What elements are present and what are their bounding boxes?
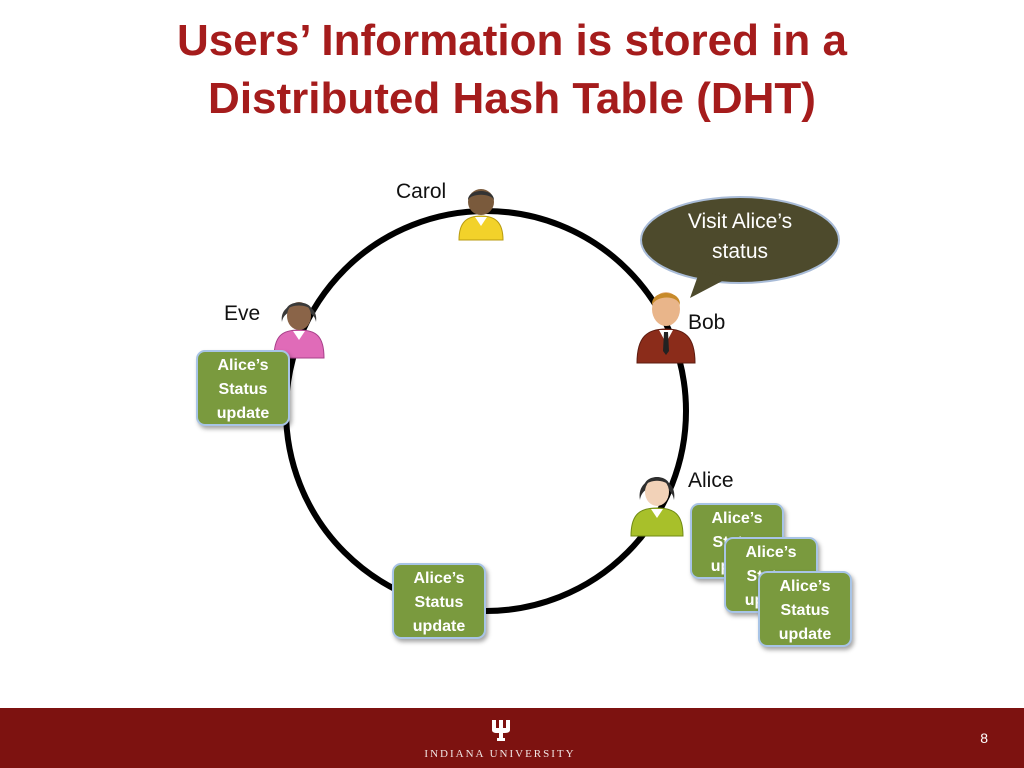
alice-label: Alice xyxy=(688,469,734,492)
bob-person-icon xyxy=(636,292,696,364)
status-box-line-1: Alice’s xyxy=(779,578,831,595)
status-box-bottom: Alice’s Status update xyxy=(392,563,486,639)
status-box-line-2: Status xyxy=(218,381,268,398)
trident-logo-icon xyxy=(492,720,510,741)
speech-bubble-line-1: Visit Alice’s xyxy=(687,210,793,233)
title-line-2: Distributed Hash Table (DHT) xyxy=(208,74,816,123)
footer-bar: INDIANA UNIVERSITY 8 xyxy=(0,708,1024,768)
status-box-alice-3: Alice’s Status update xyxy=(758,571,852,647)
university-name: INDIANA UNIVERSITY xyxy=(424,748,576,760)
carol-person-icon xyxy=(458,189,504,241)
slide-title: Users’ Information is stored in a Distri… xyxy=(0,12,1024,128)
eve-label: Eve xyxy=(224,302,261,325)
status-box-line-1: Alice’s xyxy=(413,570,465,587)
status-box-eve: Alice’s Status update xyxy=(196,350,290,426)
status-box-line-1: Alice’s xyxy=(217,357,269,374)
alice-person-icon xyxy=(630,477,684,537)
status-box-line-2: Status xyxy=(414,594,464,611)
speech-bubble xyxy=(640,196,840,298)
status-box-line-2: Status xyxy=(780,602,830,619)
status-box-line-3: update xyxy=(412,618,466,635)
title-line-1: Users’ Information is stored in a xyxy=(177,16,847,65)
speech-bubble-text: Visit Alice’s status xyxy=(640,207,840,267)
status-box-line-3: update xyxy=(216,405,270,422)
status-box-line-1: Alice’s xyxy=(745,544,797,561)
carol-label: Carol xyxy=(396,180,447,203)
bob-label: Bob xyxy=(688,311,726,334)
status-box-line-1: Alice’s xyxy=(711,510,763,527)
speech-bubble-line-2: status xyxy=(711,240,769,263)
status-box-line-3: update xyxy=(778,626,832,643)
page-number: 8 xyxy=(980,730,988,746)
dht-ring xyxy=(283,208,689,614)
